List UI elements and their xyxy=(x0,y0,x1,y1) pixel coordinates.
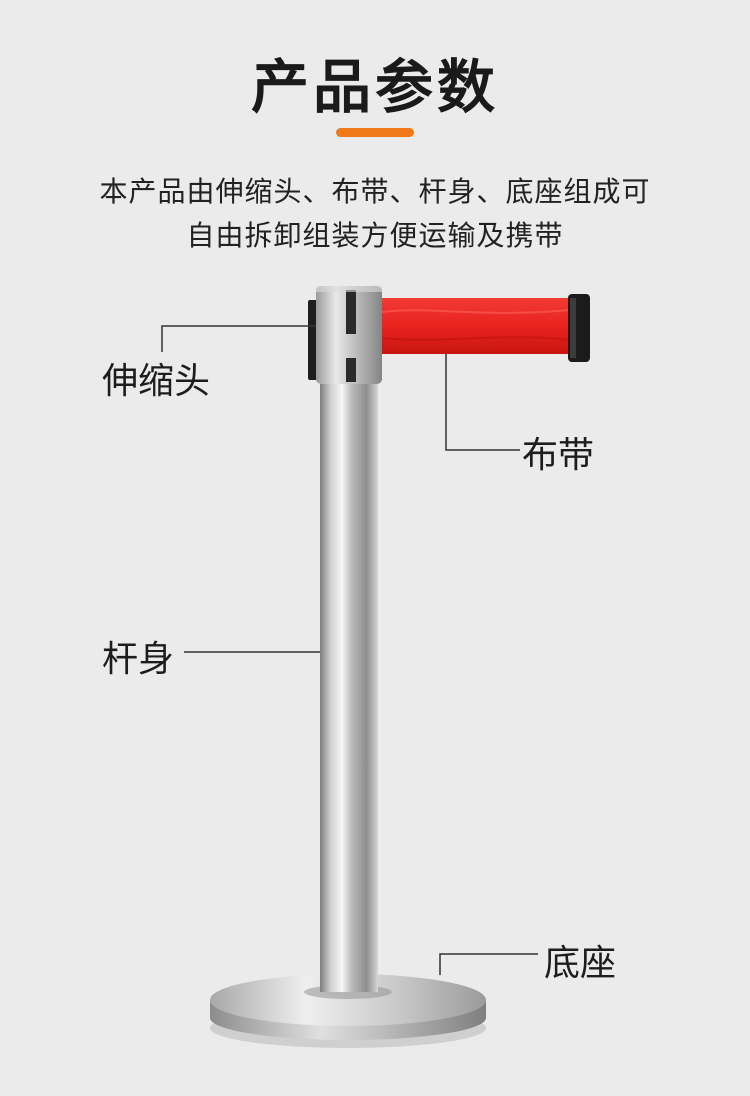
belt xyxy=(378,294,590,362)
head-label: 伸缩头 xyxy=(102,361,211,402)
head-leader-line xyxy=(161,325,316,352)
belt-label: 布带 xyxy=(522,435,595,476)
base-leader-line xyxy=(439,953,538,975)
description-line-1: 本产品由伸缩头、布带、杆身、底座组成可 xyxy=(99,175,651,208)
base xyxy=(210,974,486,1048)
pole-label: 杆身 xyxy=(102,639,175,680)
belt-leader-line xyxy=(445,354,520,451)
page-title: 产品参数 xyxy=(250,53,499,121)
product-description: 本产品由伸缩头、布带、杆身、底座组成可 自由拆卸组装方便运输及携带 xyxy=(40,170,710,258)
pole xyxy=(320,380,378,992)
title-accent-bar xyxy=(336,128,414,137)
retractable-head xyxy=(308,286,382,384)
description-line-2: 自由拆卸组装方便运输及携带 xyxy=(186,219,564,252)
base-label: 底座 xyxy=(544,943,617,984)
leader-lines xyxy=(161,325,538,975)
